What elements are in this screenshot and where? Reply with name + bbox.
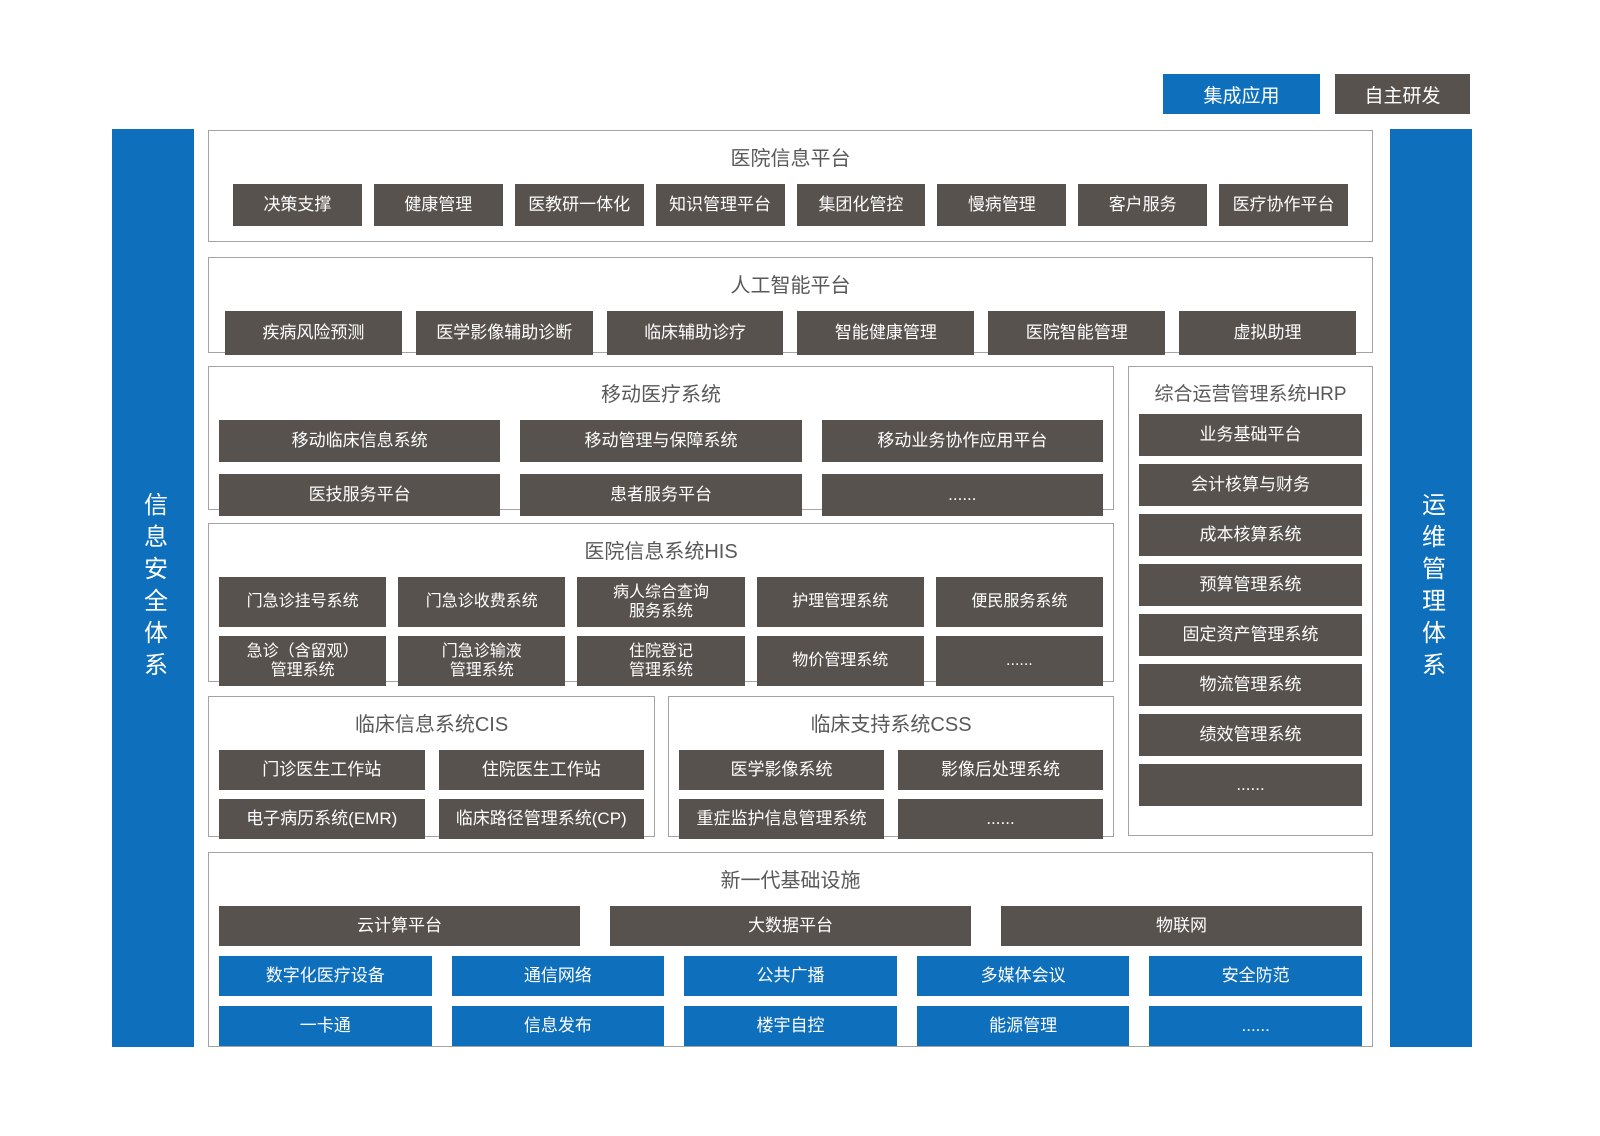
item-multimedia-conference: 多媒体会议 <box>916 956 1130 996</box>
section-his: 医院信息系统HIS 门急诊挂号系统 门急诊收费系统 病人综合查询 服务系统 护理… <box>208 523 1114 686</box>
hospital-info-items: 决策支撑 健康管理 医教研一体化 知识管理平台 集团化管控 慢病管理 客户服务 … <box>209 184 1372 226</box>
item-energy-management: 能源管理 <box>916 1006 1130 1046</box>
item-price-management: 物价管理系统 <box>756 636 924 686</box>
item-cloud-computing: 云计算平台 <box>219 906 580 946</box>
item-ellipsis: ...... <box>821 474 1103 516</box>
hrp-items: 业务基础平台 会计核算与财务 成本核算系统 预算管理系统 固定资产管理系统 物流… <box>1129 414 1372 806</box>
css-items: 医学影像系统 影像后处理系统 重症监护信息管理系统 ...... <box>669 750 1113 839</box>
item-infusion-management: 门急诊输液 管理系统 <box>398 636 566 686</box>
item-decision-support: 决策支撑 <box>233 184 362 226</box>
item-public-broadcast: 公共广播 <box>684 956 897 996</box>
section-title: 新一代基础设施 <box>720 870 861 892</box>
item-patient-query-service: 病人综合查询 服务系统 <box>577 577 745 627</box>
section-title: 医院信息平台 <box>730 148 851 170</box>
item-group-control: 集团化管控 <box>796 184 926 226</box>
section-cis: 临床信息系统CIS 门诊医生工作站 住院医生工作站 电子病历系统(EMR) 临床… <box>208 696 655 839</box>
item-virtual-assistant: 虚拟助理 <box>1179 311 1356 355</box>
item-nursing-management: 护理管理系统 <box>756 577 924 627</box>
item-chronic-disease: 慢病管理 <box>937 184 1067 226</box>
item-information-release: 信息发布 <box>451 1006 665 1046</box>
sidebar-left-label: 信息安全体系 <box>139 492 167 684</box>
item-fixed-assets: 固定资产管理系统 <box>1139 614 1362 656</box>
item-medical-collaboration: 医疗协作平台 <box>1219 184 1348 226</box>
item-outpatient-charging: 门急诊收费系统 <box>398 577 566 627</box>
sidebar-right-label: 运维管理体系 <box>1417 492 1445 684</box>
item-emergency-observation: 急诊（含留观） 管理系统 <box>219 636 387 686</box>
section-ai-platform: 人工智能平台 疾病风险预测 医学影像辅助诊断 临床辅助诊疗 智能健康管理 医院智… <box>208 257 1373 355</box>
item-iot: 物联网 <box>1001 906 1362 946</box>
item-ellipsis: ...... <box>935 636 1103 686</box>
item-emr-system: 电子病历系统(EMR) <box>219 799 425 839</box>
item-business-base-platform: 业务基础平台 <box>1139 414 1362 456</box>
infrastructure-platforms: 云计算平台 大数据平台 物联网 <box>209 906 1372 946</box>
item-mobile-business-collaboration: 移动业务协作应用平台 <box>821 420 1103 462</box>
item-convenience-service: 便民服务系统 <box>935 577 1103 627</box>
infrastructure-facilities-row1: 数字化医疗设备 通信网络 公共广播 多媒体会议 安全防范 <box>209 956 1372 996</box>
item-one-card: 一卡通 <box>219 1006 432 1046</box>
cis-items: 门诊医生工作站 住院医生工作站 电子病历系统(EMR) 临床路径管理系统(CP) <box>209 750 654 839</box>
item-icu-information-management: 重症监护信息管理系统 <box>679 799 884 839</box>
legend-self-developed: 自主研发 <box>1335 74 1470 114</box>
item-patient-service-platform: 患者服务平台 <box>520 474 802 516</box>
section-mobile-medical: 移动医疗系统 移动临床信息系统 移动管理与保障系统 移动业务协作应用平台 医技服… <box>208 366 1114 516</box>
item-image-post-processing: 影像后处理系统 <box>898 750 1103 790</box>
item-knowledge-management: 知识管理平台 <box>655 184 785 226</box>
item-mobile-clinical-info: 移动临床信息系统 <box>219 420 501 462</box>
item-clinical-pathway: 临床路径管理系统(CP) <box>438 799 644 839</box>
item-outpatient-registration: 门急诊挂号系统 <box>219 577 387 627</box>
item-performance-management: 绩效管理系统 <box>1139 714 1362 756</box>
item-logistics-management: 物流管理系统 <box>1139 664 1362 706</box>
item-health-management: 健康管理 <box>373 184 503 226</box>
item-smart-health-management: 智能健康管理 <box>797 311 975 355</box>
item-inpatient-doctor-workstation: 住院医生工作站 <box>438 750 644 790</box>
ai-platform-items: 疾病风险预测 医学影像辅助诊断 临床辅助诊疗 智能健康管理 医院智能管理 虚拟助… <box>209 311 1372 355</box>
item-smart-hospital-management: 医院智能管理 <box>988 311 1166 355</box>
item-mobile-management-support: 移动管理与保障系统 <box>520 420 802 462</box>
item-outpatient-doctor-workstation: 门诊医生工作站 <box>219 750 425 790</box>
item-building-automation: 楼宇自控 <box>684 1006 897 1046</box>
item-medtech-service-platform: 医技服务平台 <box>219 474 501 516</box>
section-hospital-info-platform: 医院信息平台 决策支撑 健康管理 医教研一体化 知识管理平台 集团化管控 慢病管… <box>208 130 1373 242</box>
section-hrp: 综合运营管理系统HRP 业务基础平台 会计核算与财务 成本核算系统 预算管理系统… <box>1128 366 1373 836</box>
his-items: 门急诊挂号系统 门急诊收费系统 病人综合查询 服务系统 护理管理系统 便民服务系… <box>209 577 1113 686</box>
sidebar-information-security: 信息安全体系 <box>112 129 194 1047</box>
section-title: 移动医疗系统 <box>601 384 721 406</box>
item-customer-service: 客户服务 <box>1078 184 1208 226</box>
item-clinical-assisted-treatment: 临床辅助诊疗 <box>606 311 784 355</box>
mobile-medical-items: 移动临床信息系统 移动管理与保障系统 移动业务协作应用平台 医技服务平台 患者服… <box>209 420 1113 516</box>
item-ellipsis: ...... <box>898 799 1103 839</box>
item-medical-imaging: 医学影像系统 <box>679 750 884 790</box>
section-css: 临床支持系统CSS 医学影像系统 影像后处理系统 重症监护信息管理系统 ....… <box>668 696 1114 839</box>
item-medical-education-research: 医教研一体化 <box>514 184 644 226</box>
infrastructure-facilities-row2: 一卡通 信息发布 楼宇自控 能源管理 ...... <box>209 1006 1372 1046</box>
section-title: 人工智能平台 <box>730 275 851 297</box>
item-security-protection: 安全防范 <box>1149 956 1362 996</box>
item-imaging-assisted-diagnosis: 医学影像辅助诊断 <box>415 311 593 355</box>
item-ellipsis: ...... <box>1149 1006 1362 1046</box>
item-ellipsis: ...... <box>1139 764 1362 806</box>
item-budget-management: 预算管理系统 <box>1139 564 1362 606</box>
item-cost-accounting: 成本核算系统 <box>1139 514 1362 556</box>
sidebar-operations-management: 运维管理体系 <box>1390 129 1472 1047</box>
section-title: 临床信息系统CIS <box>354 714 509 736</box>
item-disease-risk-prediction: 疾病风险预测 <box>225 311 402 355</box>
item-communication-network: 通信网络 <box>451 956 665 996</box>
section-title: 临床支持系统CSS <box>810 714 972 736</box>
item-accounting-finance: 会计核算与财务 <box>1139 464 1362 506</box>
item-big-data-platform: 大数据平台 <box>610 906 971 946</box>
legend-integrated-application: 集成应用 <box>1163 74 1320 114</box>
item-digital-medical-equipment: 数字化医疗设备 <box>219 956 432 996</box>
item-inpatient-registration: 住院登记 管理系统 <box>577 636 745 686</box>
section-title: 综合运营管理系统HRP <box>1154 384 1347 405</box>
section-title: 医院信息系统HIS <box>584 541 738 563</box>
section-infrastructure: 新一代基础设施 云计算平台 大数据平台 物联网 数字化医疗设备 通信网络 公共广… <box>208 852 1373 1047</box>
